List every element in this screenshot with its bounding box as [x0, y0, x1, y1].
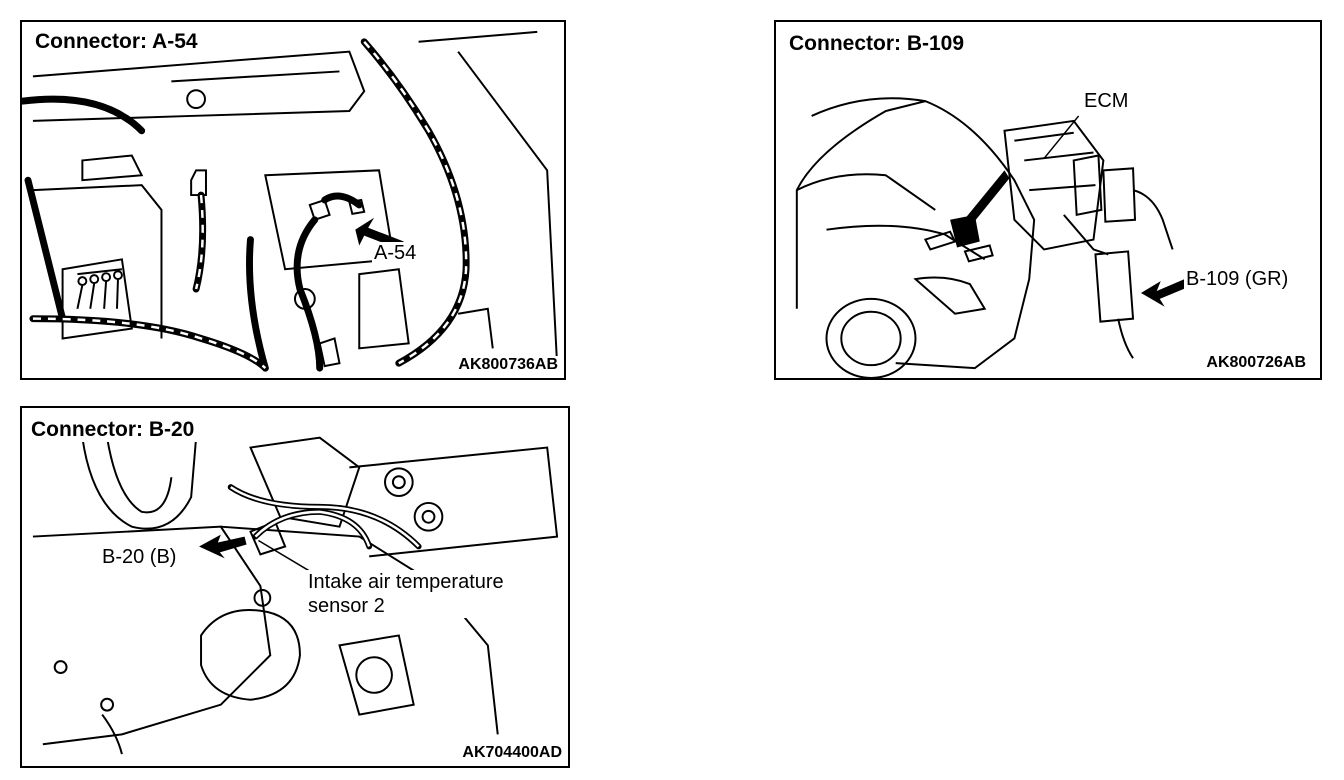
ecm-label: ECM [1082, 90, 1131, 112]
connector-callout: A-54 [372, 242, 419, 264]
connector-callout: B-20 (B) [100, 546, 179, 568]
figure-code: AK800736AB [456, 356, 560, 374]
sensor-label-line2: sensor 2 [308, 595, 385, 617]
engine-bay-illustration-a54 [22, 30, 559, 372]
panel-title: Connector: B-109 [786, 32, 968, 56]
vehicle-ecm-illustration-b109 [795, 97, 1189, 378]
figure-code: AK800726AB [1204, 354, 1308, 372]
panel-title: Connector: A-54 [32, 30, 201, 54]
connector-callout: B-109 (GR) [1184, 268, 1291, 290]
panel-connector-a54: Connector: A-54 A-54 AK800736AB [20, 20, 566, 380]
sensor-label-line1: Intake air temperature [308, 571, 504, 593]
sensor-label: Intake air temperature sensor 2 [306, 570, 506, 618]
intake-sensor-illustration-b20 [32, 436, 559, 755]
panel-connector-b109: Connector: B-109 ECM B-109 (GR) AK800726… [774, 20, 1322, 380]
panel-title: Connector: B-20 [28, 418, 198, 442]
figure-code: AK704400AD [460, 744, 564, 762]
panel-connector-b20: Connector: B-20 B-20 (B) Intake air temp… [20, 406, 570, 768]
